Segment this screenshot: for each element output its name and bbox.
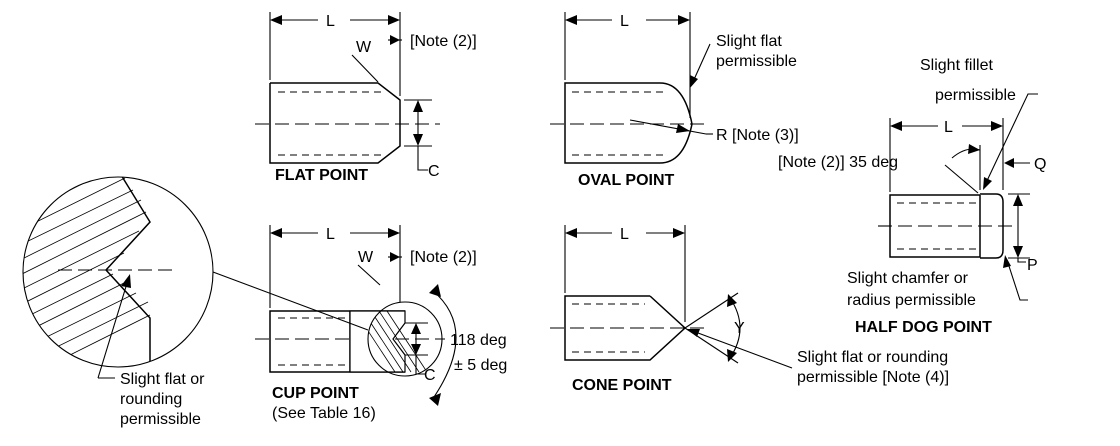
half-dog-point-drawing: Slight fillet permissible L [Note (2)] 3… [778, 57, 1046, 336]
flat-W-label: W [356, 39, 372, 56]
halfdog-L-label: L [944, 119, 953, 136]
cup-detail-circle: Slight flat or rounding permissible [22, 176, 369, 428]
halfdog-fillet-permissible: permissible [935, 87, 1016, 104]
oval-L-label: L [620, 13, 629, 30]
cup-point-hatched-section [349, 310, 428, 373]
cup-L-label: L [326, 226, 335, 243]
oval-permissible: permissible [716, 53, 797, 70]
cone-permissible-note4: permissible [Note (4)] [797, 369, 949, 386]
cup-note2: [Note (2)] [410, 249, 477, 266]
halfdog-radius-permissible: radius permissible [847, 292, 976, 309]
cup-point-drawing: L W [Note (2)] C 118 deg ± 5 deg CUP POI… [255, 225, 507, 422]
half-dog-point-title: HALF DOG POINT [855, 319, 992, 336]
halfdog-slight-chamfer: Slight chamfer or [847, 270, 969, 287]
cone-point-drawing: L Y Slight flat or rounding permissible … [550, 225, 949, 394]
flat-C-label: C [428, 163, 440, 180]
flat-note2: [Note (2)] [410, 33, 477, 50]
halfdog-slight-fillet: Slight fillet [920, 57, 993, 74]
detail-rounding: rounding [120, 391, 182, 408]
flat-point-title: FLAT POINT [275, 167, 368, 184]
detail-permissible: permissible [120, 411, 201, 428]
cup-point-subtitle: (See Table 16) [272, 405, 376, 422]
halfdog-Q-label: Q [1034, 156, 1046, 173]
oval-point-title: OVAL POINT [578, 172, 675, 189]
detail-slight-flat-or: Slight flat or [120, 371, 205, 388]
cone-slight-flat-rounding: Slight flat or rounding [797, 349, 948, 366]
halfdog-note2-35: [Note (2)] 35 deg [778, 154, 898, 171]
cup-C-label: C [424, 367, 436, 384]
flat-point-drawing: L W [Note (2)] C FLAT POINT [255, 12, 477, 184]
cone-L-label: L [620, 226, 629, 243]
oval-point-drawing: L Slight flat permissible R [Note (3)] O… [550, 12, 799, 189]
cup-point-title: CUP POINT [272, 385, 359, 402]
flat-L-label: L [326, 13, 335, 30]
cone-Y-label: Y [734, 320, 745, 337]
oval-R-note3: R [Note (3)] [716, 127, 799, 144]
halfdog-P-label: P [1027, 257, 1038, 274]
cup-angle-tol: ± 5 deg [454, 357, 507, 374]
oval-slight-flat: Slight flat [716, 33, 782, 50]
cup-angle-118: 118 deg [450, 332, 507, 349]
cone-point-title: CONE POINT [572, 377, 672, 394]
cup-W-label: W [358, 249, 374, 266]
